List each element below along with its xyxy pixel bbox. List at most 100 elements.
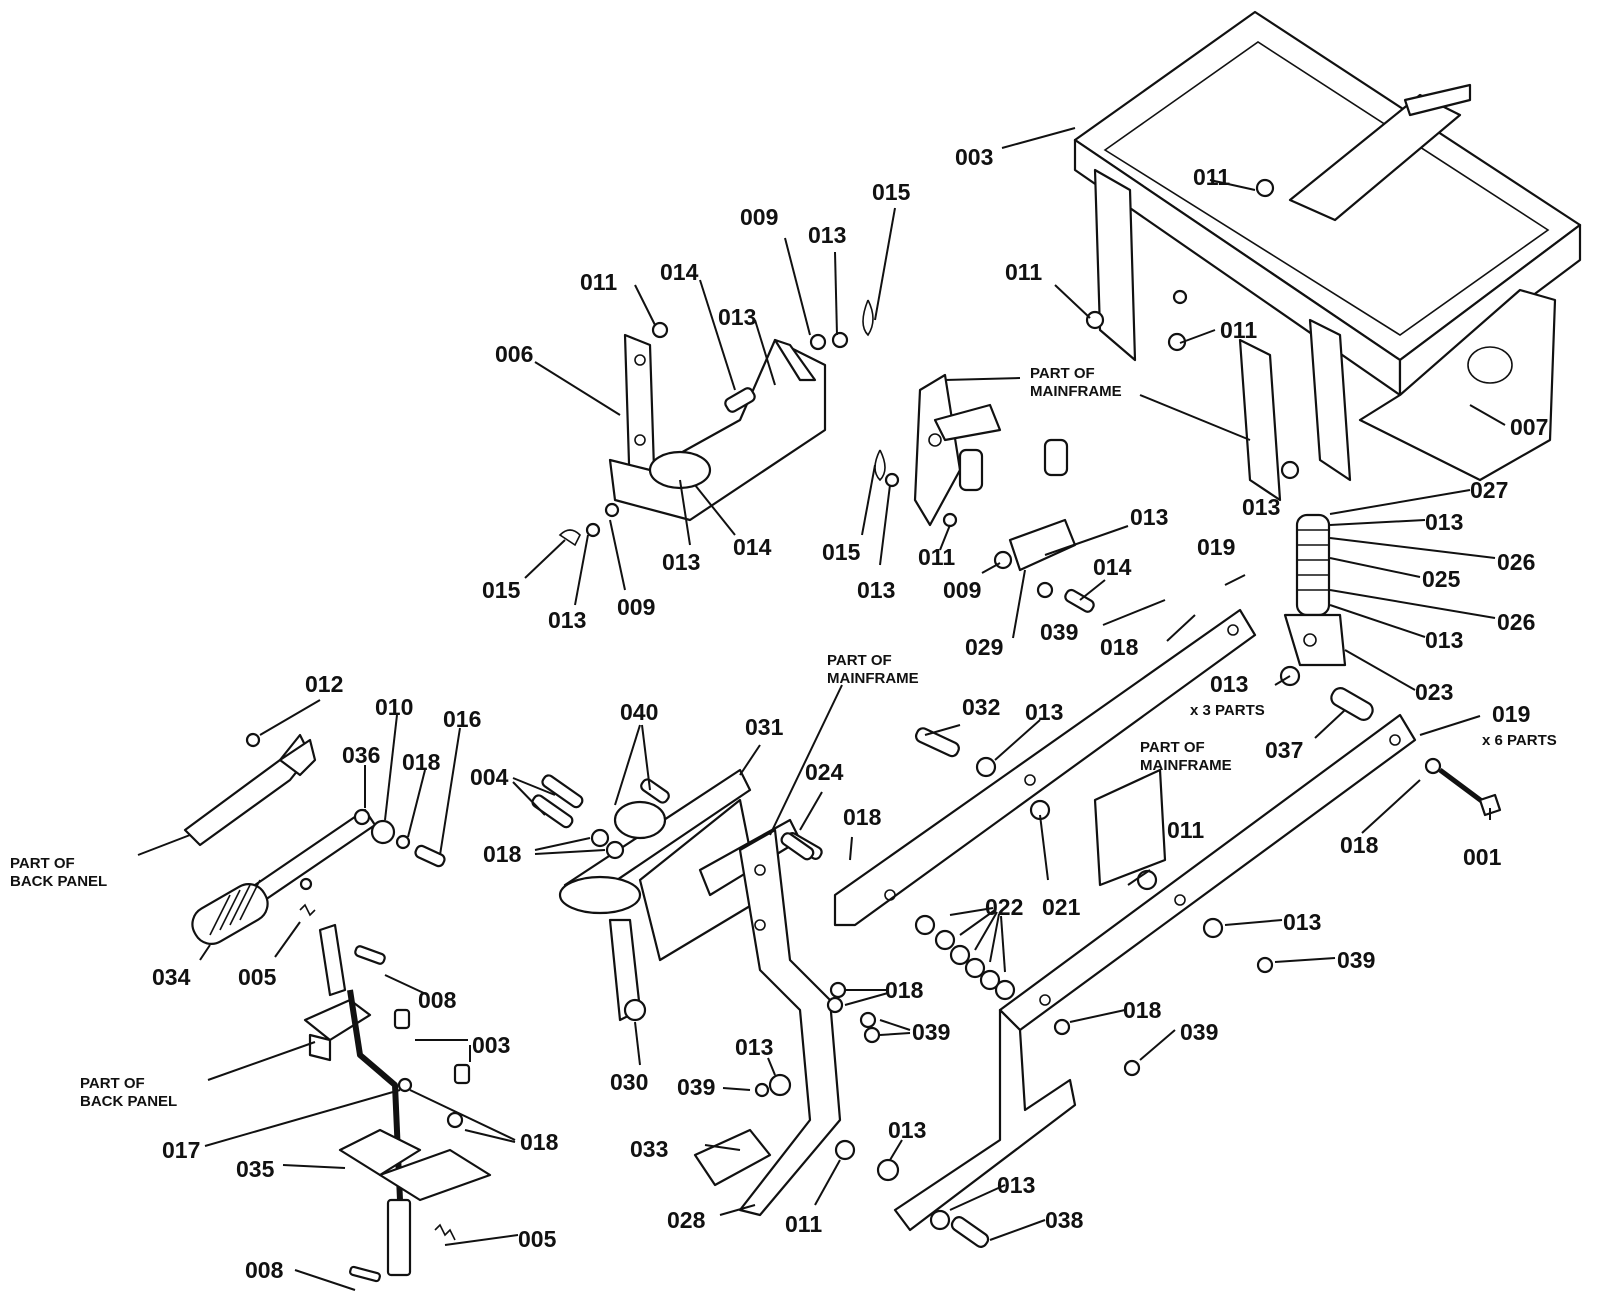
- label-012: 012: [305, 671, 343, 697]
- label-018: 018: [843, 804, 882, 830]
- label-030: 030: [610, 1069, 648, 1095]
- label-033: 033: [630, 1136, 668, 1162]
- caption-part-of-back-panel: BACK PANEL: [10, 873, 107, 890]
- washer-stack-022: [780, 727, 1274, 1248]
- label-040: 040: [620, 699, 658, 725]
- label-015: 015: [482, 577, 521, 603]
- label-039: 039: [912, 1019, 950, 1045]
- label-005: 005: [518, 1226, 557, 1252]
- label-005: 005: [238, 964, 277, 990]
- label-019: 019: [1197, 534, 1235, 560]
- bar-019-lower: [893, 713, 1417, 1232]
- label-011: 011: [1220, 317, 1257, 343]
- caption-part-of-back-panel: PART OF: [10, 855, 75, 872]
- lever-034: [191, 808, 446, 945]
- caption-part-of-mainframe: PART OF: [1030, 365, 1095, 382]
- pedal-017-035: [303, 923, 492, 1283]
- label-011: 011: [1167, 817, 1204, 843]
- label-032: 032: [962, 694, 1000, 720]
- label-008: 008: [245, 1257, 284, 1283]
- pedal-frame-031: [531, 768, 802, 1022]
- label-017: 017: [162, 1137, 200, 1163]
- mainframe-bracket-center: [874, 373, 1069, 528]
- label-018: 018: [1100, 634, 1139, 660]
- label-013: 013: [1130, 504, 1168, 530]
- label-031: 031: [745, 714, 784, 740]
- label-013: 013: [857, 577, 895, 603]
- label-013: 013: [1425, 627, 1463, 653]
- label-006: 006: [495, 341, 533, 367]
- caption-part-of-mainframe: MAINFRAME: [1030, 383, 1122, 400]
- label-026: 026: [1497, 609, 1535, 635]
- note-x6-parts: x 6 PARTS: [1482, 732, 1557, 749]
- label-018: 018: [483, 841, 522, 867]
- label-013: 013: [662, 549, 700, 575]
- label-008: 008: [418, 987, 457, 1013]
- caption-part-of-mainframe: PART OF: [1140, 739, 1205, 756]
- label-014: 014: [660, 259, 699, 285]
- label-035: 035: [236, 1156, 275, 1182]
- label-016: 016: [443, 706, 481, 732]
- label-013: 013: [888, 1117, 926, 1143]
- spring-assembly: [1279, 513, 1347, 687]
- label-013: 013: [1242, 494, 1280, 520]
- label-011: 011: [1005, 259, 1042, 285]
- label-038: 038: [1045, 1207, 1084, 1233]
- bolt-001: [1424, 757, 1502, 817]
- label-029: 029: [965, 634, 1003, 660]
- label-018: 018: [402, 749, 441, 775]
- label-039: 039: [1337, 947, 1375, 973]
- note-x3-parts: x 3 PARTS: [1190, 702, 1265, 719]
- label-013: 013: [997, 1172, 1035, 1198]
- label-009: 009: [943, 577, 981, 603]
- caption-part-of-mainframe: MAINFRAME: [1140, 757, 1232, 774]
- label-013: 013: [718, 304, 756, 330]
- label-039: 039: [1040, 619, 1078, 645]
- label-013: 013: [1425, 509, 1463, 535]
- label-004: 004: [470, 764, 509, 790]
- label-021: 021: [1042, 894, 1081, 920]
- part-labels: 003 011 011 011 007 015 009 013 011 014 …: [152, 144, 1557, 1283]
- label-018: 018: [1340, 832, 1379, 858]
- label-013: 013: [1283, 909, 1321, 935]
- caption-part-of-back-panel: BACK PANEL: [80, 1093, 177, 1110]
- label-001: 001: [1463, 844, 1502, 870]
- label-011: 011: [580, 269, 617, 295]
- label-036: 036: [342, 742, 380, 768]
- mainframe-plate: [1029, 768, 1167, 891]
- leader-lines: [137, 127, 1506, 1291]
- label-013: 013: [808, 222, 846, 248]
- label-014: 014: [733, 534, 772, 560]
- label-015: 015: [872, 179, 911, 205]
- label-013: 013: [1025, 699, 1063, 725]
- caption-part-of-mainframe: PART OF: [827, 652, 892, 669]
- label-025: 025: [1422, 566, 1461, 592]
- caption-part-of-mainframe: MAINFRAME: [827, 670, 919, 687]
- label-019: 019: [1492, 701, 1530, 727]
- label-011: 011: [918, 544, 955, 570]
- label-011: 011: [785, 1211, 822, 1237]
- label-013: 013: [1210, 671, 1248, 697]
- label-009: 009: [617, 594, 655, 620]
- caption-part-of-back-panel: PART OF: [80, 1075, 145, 1092]
- label-013: 013: [735, 1034, 773, 1060]
- label-014: 014: [1093, 554, 1132, 580]
- bar-019-upper: [833, 608, 1257, 927]
- label-026: 026: [1497, 549, 1535, 575]
- label-039: 039: [1180, 1019, 1218, 1045]
- label-034: 034: [152, 964, 191, 990]
- captions: PART OF MAINFRAME PART OF MAINFRAME PART…: [10, 365, 1232, 1110]
- label-007: 007: [1510, 414, 1548, 440]
- label-022: 022: [985, 894, 1023, 920]
- bracket-006: [558, 299, 874, 547]
- label-039: 039: [677, 1074, 715, 1100]
- label-003: 003: [472, 1032, 510, 1058]
- main-frame-assembly: [1073, 10, 1582, 502]
- label-018: 018: [885, 977, 924, 1003]
- rod-037: [1330, 687, 1374, 721]
- label-011: 011: [1193, 164, 1230, 190]
- label-018: 018: [1123, 997, 1162, 1023]
- label-018: 018: [520, 1129, 559, 1155]
- label-015: 015: [822, 539, 861, 565]
